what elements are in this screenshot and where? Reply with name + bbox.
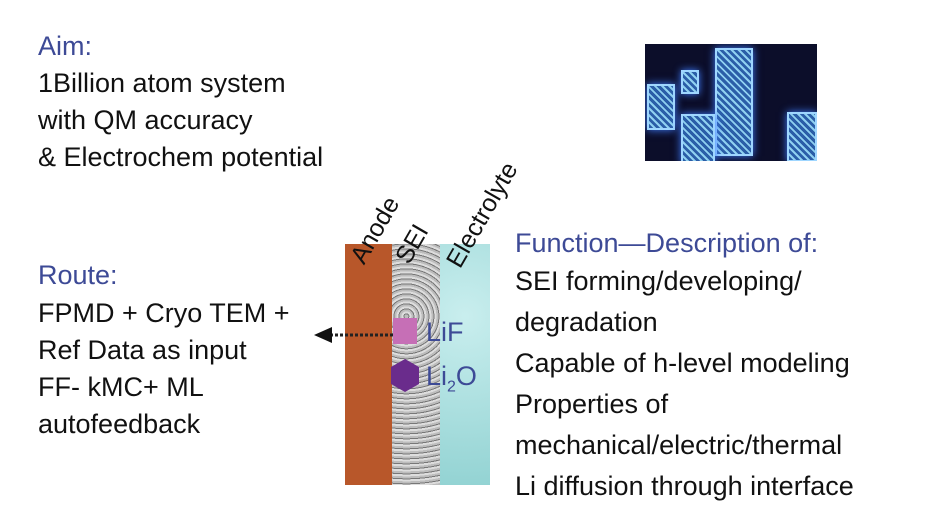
function-heading: Function—Description of: [515, 228, 819, 258]
route-line: FF- kMC+ ML [38, 372, 204, 402]
route-line: FPMD + Cryo TEM + [38, 298, 290, 328]
function-lines: SEI forming/developing/ degradation Capa… [515, 263, 854, 509]
battery-illustration [645, 44, 817, 161]
route-heading: Route: [38, 260, 118, 290]
function-line: degradation [515, 307, 658, 337]
li2o-suffix: O [455, 361, 477, 391]
li2o-label: Li2O [426, 358, 477, 405]
li2o-subscript: 2 [447, 378, 456, 396]
aim-line: & Electrochem potential [38, 142, 324, 172]
li2o-prefix: Li [426, 361, 448, 391]
function-line: Properties of [515, 389, 669, 419]
electrolyte-layer [440, 244, 490, 485]
function-line: SEI forming/developing/ [515, 266, 802, 296]
lif-marker [393, 318, 417, 344]
function-line: Li diffusion through interface [515, 471, 854, 501]
aim-line: 1Billion atom system [38, 68, 286, 98]
aim-lines: 1Billion atom system with QM accuracy & … [38, 65, 323, 176]
function-line: mechanical/electric/thermal [515, 430, 843, 460]
arrow-left-icon [314, 327, 398, 343]
anode-layer [345, 244, 392, 485]
route-lines: FPMD + Cryo TEM + Ref Data as input FF- … [38, 295, 290, 443]
route-line: autofeedback [38, 409, 201, 439]
route-line: Ref Data as input [38, 335, 247, 365]
aim-line: with QM accuracy [38, 105, 253, 135]
aim-heading: Aim: [38, 31, 92, 61]
lif-label: LiF [426, 317, 464, 347]
li2o-marker [391, 359, 419, 392]
function-line: Capable of h-level modeling [515, 348, 850, 378]
